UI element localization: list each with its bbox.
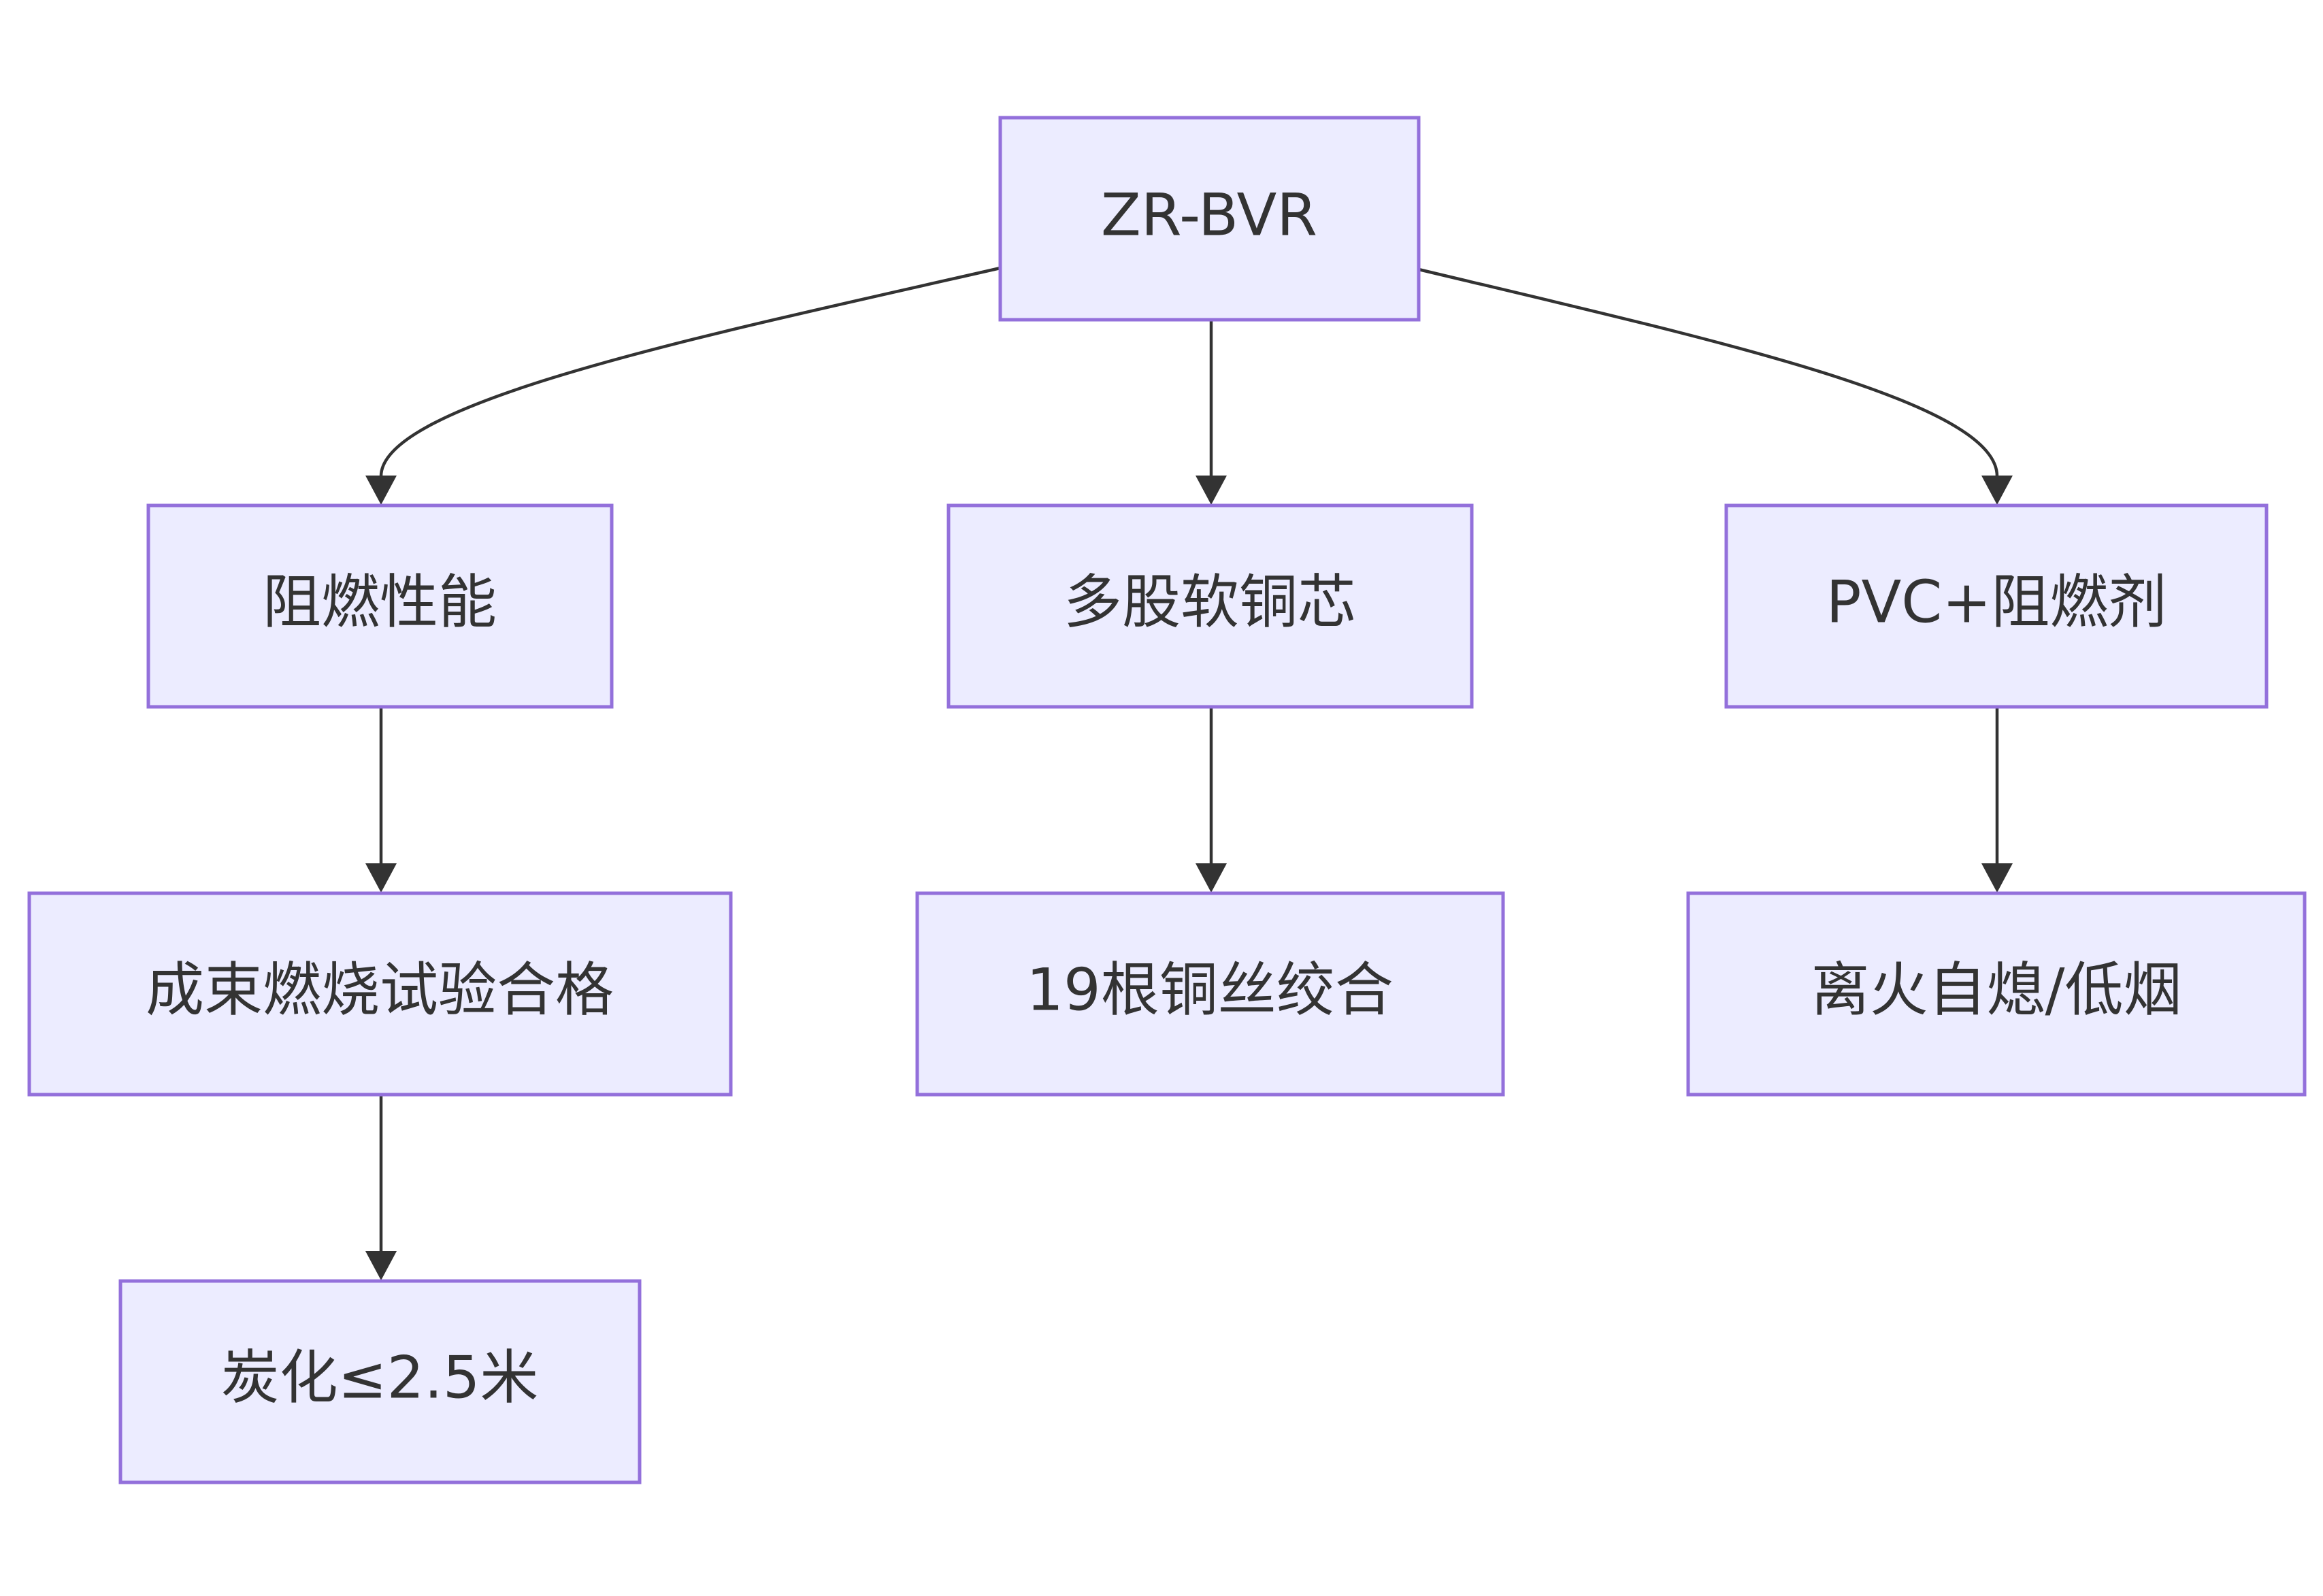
- node-root-box: [998, 116, 1421, 322]
- node-flame-retardant-label: 阻燃性能: [263, 568, 497, 636]
- node-strands: 19根铜丝绞合: [915, 891, 1505, 1097]
- node-char-length: 炭化≤2.5米: [118, 1279, 642, 1484]
- node-bundle-test-box: [27, 891, 733, 1097]
- arrowhead-insulation: [1981, 476, 2013, 505]
- node-flame-retardant-box: [146, 503, 614, 709]
- node-self-extinguish-box: [1686, 891, 2307, 1097]
- node-strands-label: 19根铜丝绞合: [1026, 956, 1393, 1024]
- node-bundle-test: 成束燃烧试验合格: [27, 891, 733, 1097]
- arrowhead-self-extinguish: [1981, 863, 2013, 893]
- node-char-length-box: [118, 1279, 642, 1484]
- edges: [365, 266, 2013, 1280]
- node-conductor: 多股软铜芯: [946, 503, 1474, 709]
- arrowhead-bundle-test: [365, 863, 397, 893]
- arrowhead-flame-retardant: [365, 476, 397, 505]
- arrowhead-strands: [1196, 863, 1227, 893]
- edge-root-to-insulation: [1418, 267, 1999, 484]
- node-conductor-box: [946, 503, 1474, 709]
- node-insulation-box: [1724, 503, 2269, 709]
- node-bundle-test-label: 成束燃烧试验合格: [146, 956, 614, 1024]
- node-insulation-label: PVC+阻燃剂: [1826, 568, 2167, 636]
- arrowhead-char-length: [365, 1251, 397, 1280]
- edge-root-to-flame-retardant: [379, 266, 1001, 484]
- node-root-label: ZR-BVR: [1101, 181, 1317, 249]
- node-root: ZR-BVR: [998, 116, 1421, 322]
- node-conductor-label: 多股软铜芯: [1064, 568, 1356, 636]
- node-insulation: PVC+阻燃剂: [1724, 503, 2269, 709]
- node-char-length-label: 炭化≤2.5米: [221, 1344, 539, 1412]
- node-flame-retardant: 阻燃性能: [146, 503, 614, 709]
- arrowhead-conductor: [1196, 476, 1227, 505]
- node-self-extinguish-label: 离火自熄/低烟: [1811, 956, 2182, 1024]
- node-self-extinguish: 离火自熄/低烟: [1686, 891, 2307, 1097]
- node-strands-box: [915, 891, 1505, 1097]
